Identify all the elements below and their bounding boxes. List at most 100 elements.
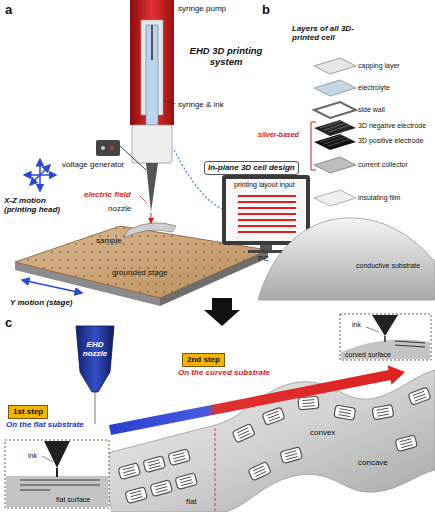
label-text: sample	[96, 236, 122, 245]
illustration-part	[372, 315, 398, 336]
illustration-part	[76, 326, 114, 392]
illustration-part	[366, 327, 379, 332]
flat-inset	[5, 440, 109, 508]
label-text: ink	[352, 321, 361, 329]
illustration-part	[314, 190, 356, 206]
node-text: EHD 3D printing system	[183, 46, 269, 68]
label-text: conductive substrate	[356, 262, 420, 270]
illustration-part	[238, 213, 296, 215]
label-text: ink	[28, 452, 37, 460]
illustration-part	[340, 314, 431, 360]
illustration-part	[110, 146, 114, 150]
down-arrow	[204, 298, 240, 326]
illustration-part	[151, 25, 153, 60]
illustration-part	[384, 336, 386, 342]
illustration-part	[314, 120, 356, 136]
illustration-part	[238, 225, 296, 227]
illustration-part	[372, 405, 394, 420]
node-text: 2nd step	[187, 355, 220, 365]
title-box: EHD 3D printing system	[180, 44, 272, 70]
data-cable	[174, 150, 224, 210]
label-text: syringe & ink	[178, 100, 224, 109]
illustration-part	[238, 195, 296, 197]
illustration-part	[232, 424, 255, 443]
layer-stack	[314, 58, 356, 206]
label-text: electric field	[84, 190, 131, 199]
bracket	[311, 122, 316, 170]
illustration-part	[150, 480, 172, 497]
label-text: electrolyte	[358, 84, 390, 92]
label-text: concave	[358, 458, 388, 467]
leader-line	[163, 100, 176, 104]
illustration-part	[408, 387, 431, 405]
design-box: In-plane 3D cell design	[204, 161, 299, 175]
label-text: b	[262, 3, 270, 18]
label-text: capping layer	[358, 62, 400, 70]
illustration-part	[146, 163, 158, 212]
illustration-part	[314, 157, 356, 173]
label-text: Layers of all 3D-printed cell	[292, 24, 368, 42]
label-text: On the flat substrate	[6, 420, 84, 429]
label-text: a	[5, 3, 12, 18]
illustration-part	[146, 25, 158, 125]
illustration-part	[5, 440, 109, 508]
illustration-part	[395, 435, 417, 452]
label-text: X-Z motion (printing head)	[4, 196, 79, 214]
illustration-part	[6, 476, 108, 507]
ehd-nozzle	[76, 326, 114, 424]
curved-inset	[340, 314, 431, 360]
illustration-part	[130, 0, 174, 125]
label-text: current collector	[358, 161, 408, 169]
node-text: 1st step	[13, 407, 43, 417]
illustration-part	[238, 219, 296, 221]
node-text: In-plane 3D cell design	[208, 163, 295, 173]
label-text: PC	[258, 254, 269, 263]
leader-line	[140, 196, 147, 203]
illustration-part	[222, 175, 310, 245]
label-text: 3D negative electrode	[358, 122, 426, 130]
illustration-part	[314, 80, 356, 96]
illustration-part	[175, 473, 197, 490]
illustration-part	[101, 146, 105, 150]
label-text: grounded stage	[112, 268, 168, 277]
illustration-part	[238, 196, 296, 232]
printed-cells	[118, 387, 431, 503]
illustration-part	[341, 340, 430, 359]
illustration-part	[320, 135, 350, 146]
illustration-part	[238, 207, 296, 209]
illustration-part	[132, 125, 172, 163]
illustration-part	[96, 140, 120, 156]
label-text: convex	[310, 428, 335, 437]
label-text: c	[5, 316, 12, 331]
illustration-part	[248, 462, 271, 481]
illustration-part	[125, 487, 147, 504]
illustration-part	[314, 58, 356, 74]
label-text: On the curved substrate	[178, 368, 270, 377]
conductive-substrate	[258, 218, 435, 300]
illustration-part	[42, 456, 53, 462]
label-text: silver-based	[258, 131, 299, 139]
illustration-part	[95, 392, 96, 424]
label-text: insulating film	[358, 194, 400, 202]
step-arrow	[109, 365, 405, 435]
divider-line	[215, 428, 216, 512]
step-box: 2nd step	[182, 353, 225, 367]
illustration-part	[226, 179, 306, 241]
label-text: EHD nozzle	[79, 340, 111, 358]
label-text: nozzle	[108, 204, 131, 213]
label-text: curved surface	[345, 351, 391, 359]
illustration-part	[320, 121, 350, 132]
illustration-part	[22, 280, 82, 293]
label-text: 3D positive electrode	[358, 137, 423, 145]
label-text: flat	[186, 497, 197, 506]
illustration-part	[118, 463, 140, 480]
label-text: syringe pump	[178, 4, 226, 13]
illustration-part	[56, 468, 58, 477]
illustration-part	[280, 447, 302, 464]
syringe-pump	[130, 0, 174, 212]
illustration-part	[238, 231, 296, 233]
substrate-surface	[100, 370, 435, 512]
